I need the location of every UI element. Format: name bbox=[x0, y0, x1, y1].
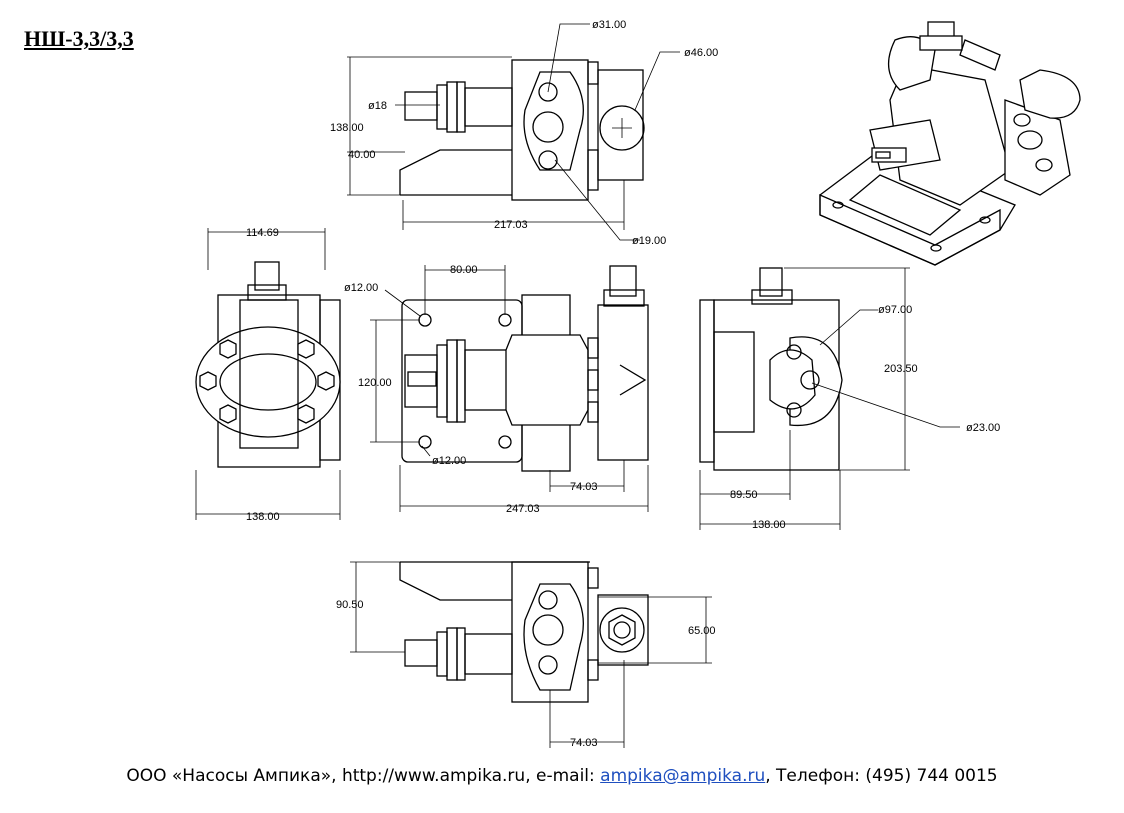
dim-w247: 247.03 bbox=[506, 503, 540, 515]
footer-suffix: , Телефон: (495) 744 0015 bbox=[765, 766, 998, 786]
dim-h40: 40.00 bbox=[348, 149, 376, 161]
dim-h90: 90.50 bbox=[336, 599, 364, 611]
email-link[interactable]: ampika@ampika.ru bbox=[600, 766, 766, 786]
left-view bbox=[195, 228, 341, 520]
dim-w114: 114.69 bbox=[246, 227, 279, 239]
dim-d18: ø18 bbox=[368, 100, 387, 112]
dim-d23: ø23.00 bbox=[966, 422, 1000, 434]
page-title: НШ-3,3/3,3 bbox=[24, 26, 134, 51]
dim-h138-top: 138.00 bbox=[330, 122, 364, 134]
dim-w138-left: 138.00 bbox=[246, 511, 280, 523]
dim-w217: 217.03 bbox=[494, 219, 528, 231]
right-view bbox=[699, 267, 960, 530]
dim-d12-top: ø12.00 bbox=[344, 282, 378, 294]
dim-d97: ø97.00 bbox=[878, 304, 912, 316]
bottom-view bbox=[350, 561, 712, 748]
dim-h120: 120.00 bbox=[358, 377, 392, 389]
isometric-view bbox=[819, 21, 1081, 266]
dim-w89: 89.50 bbox=[730, 489, 758, 501]
dim-d19: ø19.00 bbox=[632, 235, 666, 247]
dim-d46: ø46.00 bbox=[684, 47, 718, 59]
dim-h203: 203.50 bbox=[884, 363, 918, 375]
footer-prefix: ООО «Насосы Ампика», http://www.ampika.r… bbox=[126, 766, 601, 786]
dim-d31: ø31.00 bbox=[592, 19, 626, 31]
top-view bbox=[347, 23, 680, 241]
dim-w80: 80.00 bbox=[450, 264, 478, 276]
footer-contact: ООО «Насосы Ампика», http://www.ampika.r… bbox=[0, 766, 1124, 786]
dim-w74-mid: 74.03 bbox=[570, 481, 598, 493]
technical-drawing: ø31.00 ø46.00 ø18 138.00 40.00 217.03 ø1… bbox=[195, 19, 1081, 749]
dim-d12-bottom: ø12.00 bbox=[432, 455, 466, 467]
front-view bbox=[370, 265, 649, 512]
dim-w138-right: 138.00 bbox=[752, 519, 786, 531]
dim-w74-bottom: 74.03 bbox=[570, 737, 598, 749]
dim-h65: 65.00 bbox=[688, 625, 716, 637]
